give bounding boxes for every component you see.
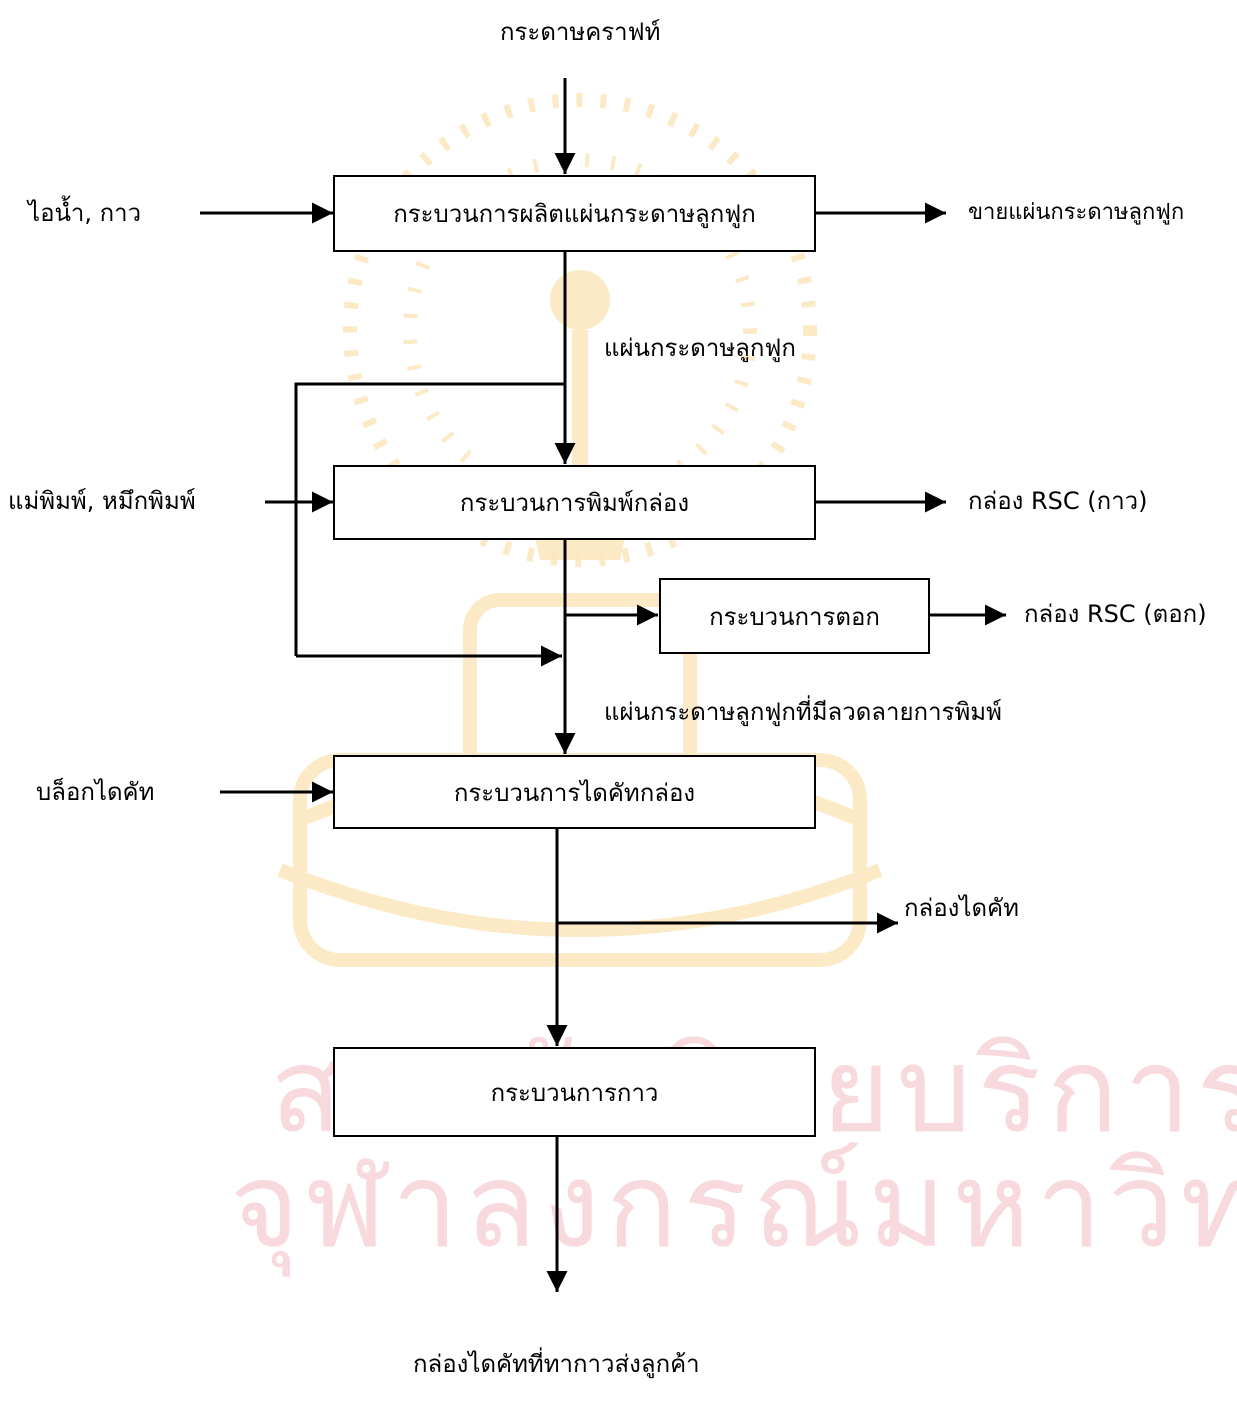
- box-stitching-label: กระบวนการตอก: [709, 602, 880, 631]
- label-rsc-glue: กล่อง RSC (กาว): [968, 487, 1148, 515]
- box-gluing-label: กระบวนการกาว: [490, 1078, 659, 1107]
- box-printing-label: กระบวนการพิมพ์กล่อง: [459, 489, 690, 517]
- label-plates-inks: แม่พิมพ์, หมึกพิมพ์: [8, 487, 196, 515]
- label-corrugated-sheet: แผ่นกระดาษลูกฟูก: [604, 334, 796, 362]
- box-diecutting-label: กระบวนการไดคัทกล่อง: [453, 778, 696, 807]
- label-steam-glue: ไอน้ำ, กาว: [28, 199, 142, 227]
- box-stitching: กระบวนการตอก: [659, 578, 930, 654]
- label-printed-sheet: แผ่นกระดาษลูกฟูกที่มีลวดลายการพิมพ์: [604, 698, 1002, 726]
- box-diecutting: กระบวนการไดคัทกล่อง: [333, 755, 816, 829]
- label-diecut-box: กล่องไดคัท: [904, 894, 1019, 922]
- bypass-line: [294, 382, 565, 656]
- box-printing: กระบวนการพิมพ์กล่อง: [333, 465, 816, 540]
- box-gluing: กระบวนการกาว: [333, 1047, 816, 1137]
- box-corrugating: กระบวนการผลิตแผ่นกระดาษลูกฟูก: [333, 175, 816, 252]
- label-sell-sheets: ขายแผ่นกระดาษลูกฟูก: [968, 200, 1185, 225]
- box-corrugating-label: กระบวนการผลิตแผ่นกระดาษลูกฟูก: [393, 200, 756, 228]
- watermark-line-2: จุฬาลงกรณ์มหาวิทยาลัย: [230, 1136, 1237, 1274]
- label-rsc-stitch: กล่อง RSC (ตอก): [1024, 600, 1207, 628]
- label-die-block: บล็อกไดคัท: [36, 778, 155, 806]
- label-kraft-paper: กระดาษคราฟท์: [500, 18, 661, 46]
- label-final-output: กล่องไดคัทที่ทากาวส่งลูกค้า: [413, 1350, 700, 1378]
